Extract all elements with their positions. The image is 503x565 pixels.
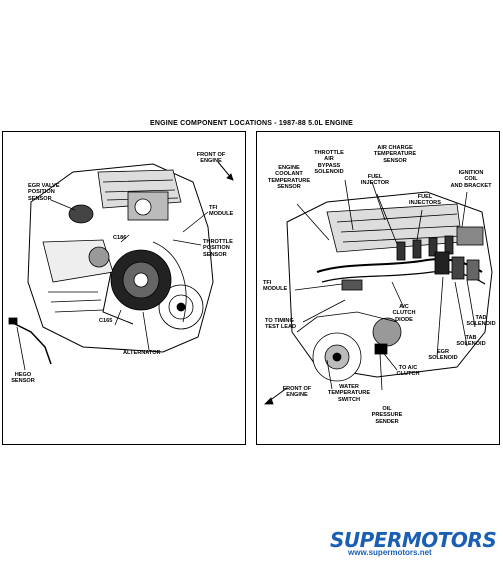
left-engine-illustration bbox=[8, 161, 234, 371]
label-ignition-coil-and-bracket: IGNITION COIL AND BRACKET bbox=[450, 170, 492, 189]
label-engine-coolant-temperature-sensor: ENGINE COOLANT TEMPERATURE SENSOR bbox=[267, 165, 311, 191]
left-engine-panel: FRONT OF ENGINE EGR VALVE POSITION SENSO… bbox=[2, 131, 246, 445]
label-c186: C186 bbox=[113, 235, 127, 241]
label-air-charge-temperature-sensor: AIR CHARGE TEMPERATURE SENSOR bbox=[373, 145, 417, 164]
label-alternator: ALTERNATOR bbox=[123, 350, 161, 356]
label-tad-solenoid: TAD SOLENOID bbox=[466, 315, 496, 328]
label-egr-solenoid: EGR SOLENOID bbox=[428, 349, 458, 362]
label-water-temperature-switch: WATER TEMPERATURE SWITCH bbox=[327, 384, 371, 403]
diagram-title: ENGINE COMPONENT LOCATIONS - 1987-88 5.0… bbox=[149, 120, 354, 127]
label-throttle-position-sensor: THROTTLE POSITION SENSOR bbox=[203, 239, 233, 258]
label-tab-solenoid: TAB SOLENOID bbox=[456, 335, 486, 348]
label-hego-sensor: HEGO SENSOR bbox=[11, 372, 35, 385]
label-front-of-engine-right: FRONT OF ENGINE bbox=[282, 386, 312, 399]
right-engine-panel: THROTTLE AIR BYPASS SOLENOID AIR CHARGE … bbox=[256, 131, 500, 445]
label-oil-pressure-sender: OIL PRESSURE SENDER bbox=[371, 406, 403, 425]
supermotors-url: www.supermotors.net bbox=[348, 548, 432, 557]
label-egr-valve-position-sensor: EGR VALVE POSITION SENSOR bbox=[28, 183, 60, 202]
label-front-of-engine: FRONT OF ENGINE bbox=[196, 152, 226, 165]
supermotors-watermark: SUPERMOTORS www.supermotors.net bbox=[330, 528, 500, 558]
label-ac-clutch-diode: A/C CLUTCH DIODE bbox=[392, 304, 416, 323]
supermotors-logo: SUPERMOTORS bbox=[330, 528, 497, 552]
label-fuel-injectors: FUEL INJECTORS bbox=[409, 194, 441, 207]
label-tfi-module: TFI MODULE bbox=[209, 205, 234, 218]
label-to-timing-test-lead: TO TIMING TEST LEAD bbox=[265, 318, 297, 331]
label-to-ac-clutch: TO A/C CLUTCH bbox=[396, 365, 420, 378]
label-throttle-air-bypass-solenoid: THROTTLE AIR BYPASS SOLENOID bbox=[314, 150, 344, 176]
label-tfi-module-right: TFI MODULE bbox=[263, 280, 288, 293]
label-fuel-injector: FUEL INJECTOR bbox=[360, 174, 390, 187]
label-c165: C165 bbox=[99, 318, 113, 324]
right-engine-illustration bbox=[264, 179, 493, 405]
